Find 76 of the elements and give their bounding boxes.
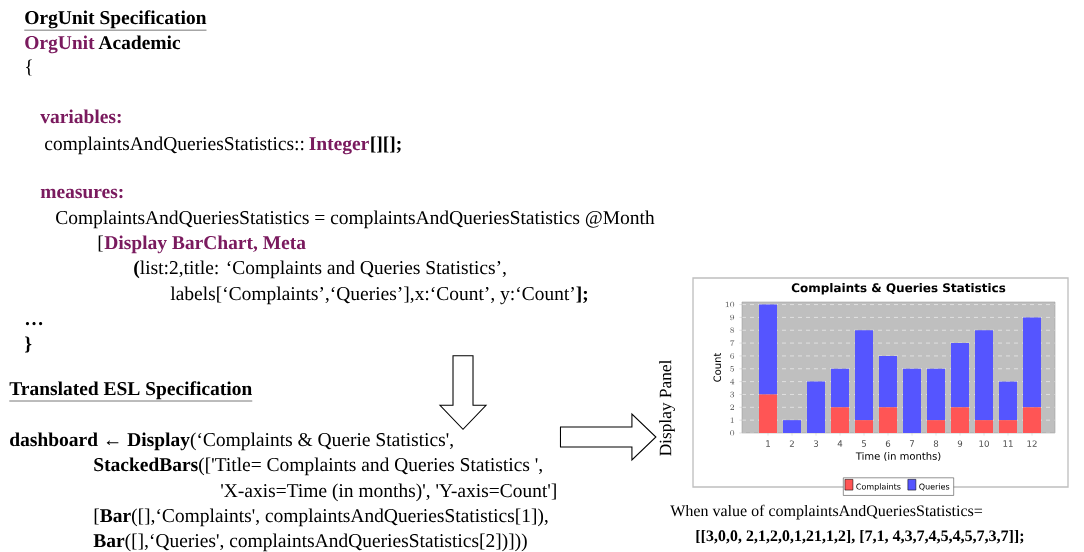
block-arrow [438, 355, 488, 431]
y-tick-label: 0 [730, 430, 735, 436]
bar [879, 355, 898, 408]
code-text: Bar([],‘Queries', complaintsAndQueriesStatistics[2])])) [93, 533, 527, 552]
panel-label: Display Panel [659, 359, 675, 456]
bar [903, 368, 921, 433]
bar [975, 420, 993, 433]
x-tick-label: 9 [957, 440, 963, 447]
note-text: When value of complaintsAndQueriesStatistics= [670, 504, 983, 520]
code-text: Academic [98, 35, 181, 50]
x-tick-label: 3 [813, 440, 819, 447]
code-text: [][]; [371, 136, 401, 153]
y-tick-label: 10 [725, 301, 735, 308]
bar [999, 381, 1018, 421]
y-tick-label: 7 [730, 340, 735, 346]
block-arrow [559, 412, 657, 462]
x-axis-title: Time (in months) [855, 452, 941, 461]
code-text: complaintsAndQueriesStatistics:: [45, 136, 304, 155]
y-tick-label: 5 [730, 366, 735, 372]
code-text: StackedBars(['Title= Complaints and Queries Statistics ', [94, 457, 542, 476]
bar [879, 407, 898, 433]
bar [855, 330, 874, 421]
code-text: labels[‘Complaints’,‘Queries’],x:‘Count’, y:‘Count’]; [170, 286, 588, 305]
y-tick-label: 9 [730, 314, 735, 321]
code-text: { [26, 59, 32, 76]
bar [951, 343, 969, 408]
bar [1023, 407, 1042, 433]
code-text: ComplaintsAndQueriesStatistics = complaintsAndQueriesStatistics @Month [56, 210, 655, 229]
x-tick-label: 7 [909, 440, 915, 447]
y-tick-label: 3 [730, 391, 735, 398]
bar [855, 420, 874, 433]
keyword: variables: [40, 109, 121, 124]
y-tick-label: 2 [730, 404, 735, 410]
bar [1023, 317, 1042, 408]
chart-title: Complaints & Queries Statistics [791, 283, 1006, 295]
legend-label: Complaints [856, 483, 901, 492]
code-text: [ [98, 235, 104, 252]
section-heading: Translated ESL Specification [9, 381, 253, 402]
bar [927, 368, 945, 421]
x-tick-label: 4 [837, 440, 843, 447]
bar [783, 420, 801, 433]
x-tick-label: 2 [789, 440, 794, 447]
code-text: dashboard ← Display(‘Complaints & Querie Statistics', [10, 432, 453, 451]
x-tick-label: 1 [766, 440, 770, 447]
section-heading: OrgUnit Specification [24, 10, 207, 31]
code-text: } [25, 336, 32, 353]
x-tick-label: 10 [979, 440, 989, 447]
keyword: Integer [309, 137, 369, 155]
bar [759, 394, 777, 433]
bar [927, 420, 945, 433]
note-text: [[3,0,0, 2,1,2,0,1,21,1,2], [7,1, 4,3,7,4,5,4,5,7,3,7]]; [696, 529, 1024, 544]
x-tick-label: 8 [933, 440, 939, 447]
y-tick-label: 6 [730, 353, 735, 359]
bar [831, 407, 850, 433]
bar [831, 368, 850, 408]
keyword: measures: [40, 188, 123, 199]
x-tick-label: 5 [861, 440, 866, 447]
x-tick-label: 6 [885, 440, 891, 447]
legend-label: Queries [919, 483, 950, 491]
bar [807, 381, 826, 433]
y-tick-label: 4 [730, 378, 735, 385]
bar [999, 420, 1018, 433]
y-tick-label: 1 [730, 417, 734, 423]
code-text: [Bar([],‘Complaints', complaintsAndQueriesStatistics[1]), [94, 508, 548, 527]
keyword: OrgUnit [25, 35, 95, 54]
code-text: … [25, 322, 43, 326]
y-tick-label: 8 [730, 327, 735, 333]
x-tick-label: 12 [1027, 440, 1037, 447]
code-text: (list:2,title: ‘Complaints and Queries Statistics’, [134, 260, 506, 279]
bar [951, 407, 969, 433]
code-text: 'X-axis=Time (in months)', 'Y-axis=Count'] [221, 483, 556, 502]
bar [759, 304, 777, 395]
x-tick-label: 11 [1003, 440, 1013, 447]
y-axis-title: Count [713, 352, 722, 382]
bar [975, 330, 993, 421]
keyword: Display BarChart, Meta [104, 235, 306, 254]
